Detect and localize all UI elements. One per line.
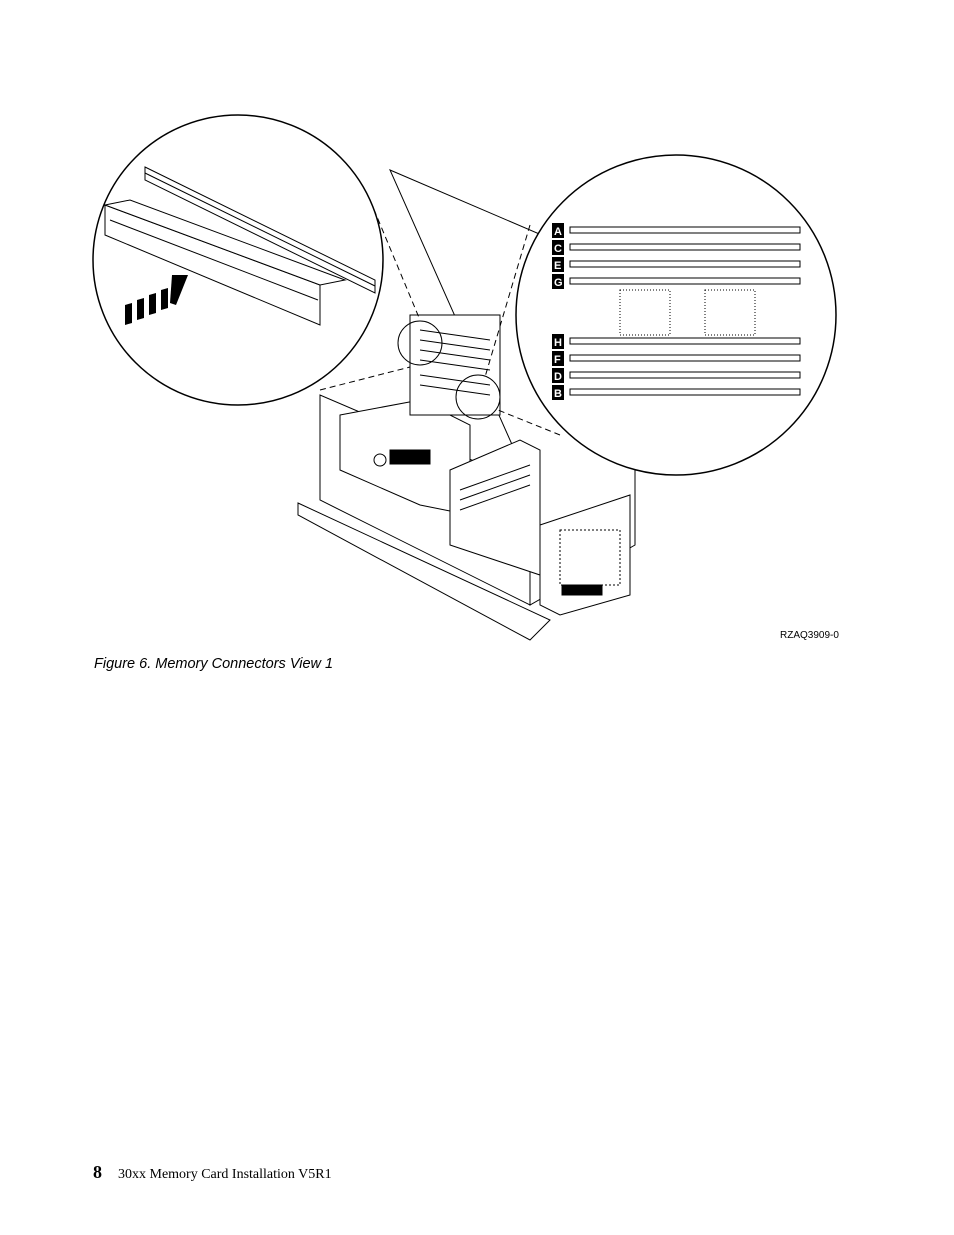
- page-footer: 8 30xx Memory Card Installation V5R1: [93, 1162, 332, 1183]
- slot-label-d: D: [554, 371, 562, 383]
- slot-label-a: A: [554, 226, 562, 238]
- memory-connectors-illustration: A C E G H F D B: [90, 105, 850, 650]
- slot-label-g: G: [554, 277, 563, 289]
- insert-arrow-icon: [125, 275, 188, 325]
- page-number: 8: [93, 1162, 102, 1182]
- floor-slab: [297, 502, 551, 641]
- figure-id-label: RZAQ3909-0: [780, 630, 839, 641]
- drive-cage: [449, 439, 541, 576]
- right-detail-circle: A C E G H F D B: [515, 154, 837, 476]
- slot-label-b: B: [554, 388, 562, 400]
- document-title: 30xx Memory Card Installation V5R1: [118, 1167, 332, 1182]
- figure-drawing: A C E G H F D B: [92, 114, 837, 641]
- slot-label-c: C: [554, 243, 562, 255]
- slot-label-f: F: [554, 354, 561, 366]
- left-detail-circle: [92, 114, 384, 406]
- slot-label-h: H: [554, 337, 562, 349]
- figure-caption: Figure 6. Memory Connectors View 1: [94, 656, 334, 672]
- slot-label-e: E: [554, 260, 561, 272]
